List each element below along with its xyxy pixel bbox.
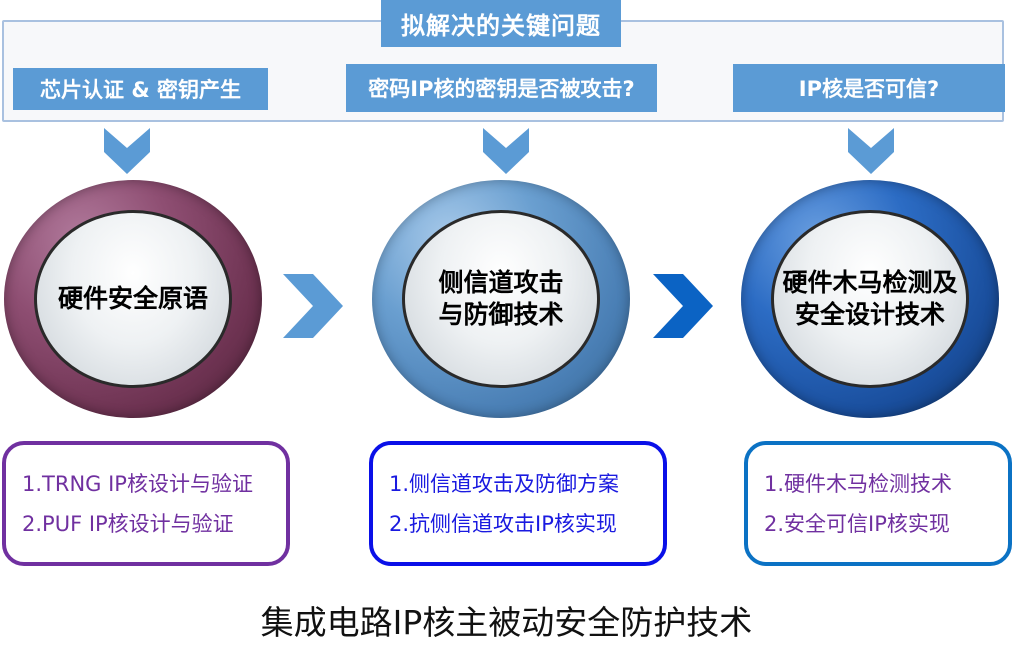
stage-circle-side-channel: 侧信道攻击 与防御技术 (372, 180, 630, 418)
figure-caption: 集成电路IP核主被动安全防护技术 (260, 603, 753, 642)
list-item: 2.抗侧信道攻击IP核实现 (389, 511, 617, 536)
stage-label: 硬件安全原语 (57, 284, 208, 313)
stage-label: 侧信道攻击 与防御技术 (438, 268, 564, 329)
list-item: 2.PUF IP核设计与验证 (22, 511, 234, 536)
list-item: 1.TRNG IP核设计与验证 (22, 471, 253, 496)
key-problems-title: 拟解决的关键问题 (381, 0, 621, 47)
chevron-right-icon (283, 274, 343, 338)
stage-items-box-side-channel: 1.侧信道攻击及防御方案 2.抗侧信道攻击IP核实现 (369, 441, 667, 566)
list-item: 2.安全可信IP核实现 (764, 511, 950, 536)
stage-items-box-primitives: 1.TRNG IP核设计与验证 2.PUF IP核设计与验证 (2, 441, 290, 566)
stage-circle-face: 硬件木马检测及 安全设计技术 (771, 210, 969, 388)
question-crypto-ip-key-attack: 密码IP核的密钥是否被攻击? (346, 64, 657, 112)
list-item: 1.硬件木马检测技术 (764, 471, 953, 496)
stage-label: 硬件木马检测及 安全设计技术 (782, 268, 958, 329)
chevron-right-icon (653, 274, 713, 338)
list-item: 1.侧信道攻击及防御方案 (389, 471, 620, 496)
chevron-down-icon (848, 128, 894, 174)
chevron-down-icon (483, 128, 529, 174)
stage-circle-hardware-trojan: 硬件木马检测及 安全设计技术 (741, 180, 999, 418)
stage-items-box-trojan: 1.硬件木马检测技术 2.安全可信IP核实现 (744, 441, 1012, 566)
question-ip-trustworthy: IP核是否可信? (733, 64, 1005, 112)
chevron-down-icon (104, 128, 150, 174)
stage-circle-hardware-primitives: 硬件安全原语 (4, 180, 262, 418)
stage-circle-face: 硬件安全原语 (34, 210, 232, 388)
stage-circle-face: 侧信道攻击 与防御技术 (402, 210, 600, 388)
question-chip-auth-key-gen: 芯片认证 & 密钥产生 (13, 68, 268, 110)
